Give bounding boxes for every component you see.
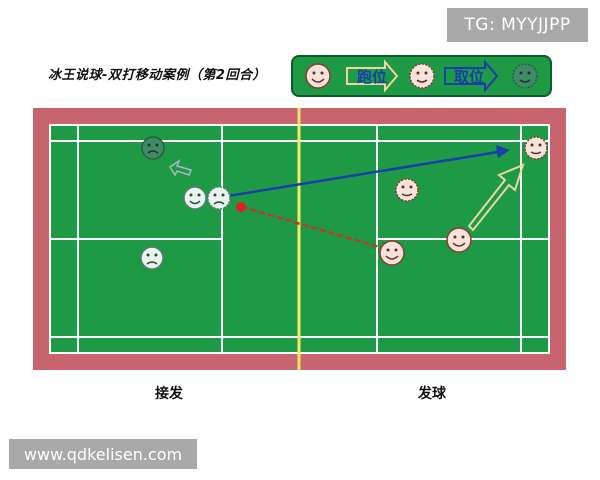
player-pale-smile (183, 186, 207, 210)
legend-run-arrow-icon (346, 59, 399, 93)
player-dim-top-left (141, 136, 165, 160)
player-pink-smile-right (446, 227, 472, 253)
player-pink-spiky-mid (395, 178, 419, 202)
player-pink-smile-center (379, 240, 405, 266)
shot-path-red (241, 205, 391, 252)
legend-box: 跑位 取位 (291, 55, 552, 97)
legend-run-label: 跑位 (357, 68, 388, 86)
player-pink-spiky-top-right (524, 136, 548, 160)
watermark-bottom: www.qdkelisen.com (9, 439, 197, 469)
legend-pale-face-icon (305, 63, 331, 89)
watermark-top: TG: MYYJJPP (447, 8, 588, 42)
label-receive-side: 接发 (155, 386, 183, 402)
player-pale-bottom-left (140, 246, 164, 270)
shot-path-blue (221, 145, 510, 199)
legend-spiky-face-icon (409, 63, 435, 89)
court-surface (50, 125, 549, 353)
player-pale-frown (207, 186, 231, 210)
label-serve-side: 发球 (418, 386, 446, 402)
court-surround (33, 108, 566, 370)
court-lines (49, 124, 550, 354)
legend-dim-face-icon (512, 63, 538, 89)
legend-take-arrow-icon (444, 59, 499, 93)
diagram-title: 冰王说球-双打移动案例（第2回合） (48, 68, 266, 83)
legend-take-label: 取位 (454, 68, 485, 86)
take-arrow-left (168, 159, 193, 177)
shuttle-point (236, 202, 246, 212)
legend-graphics (305, 59, 538, 93)
run-arrow-right (467, 163, 525, 232)
